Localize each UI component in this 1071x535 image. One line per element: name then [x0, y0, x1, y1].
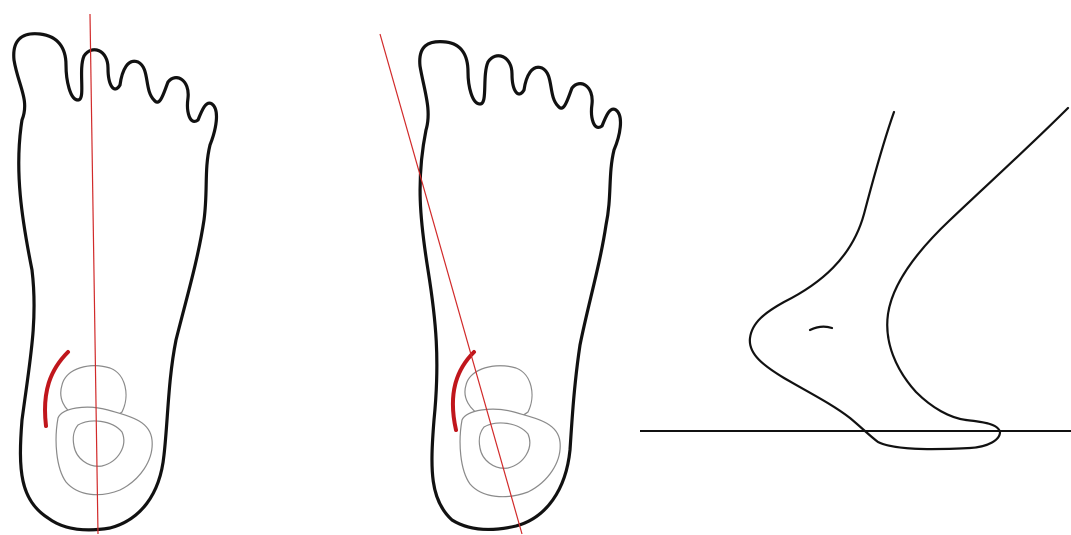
tilted-foot-panel	[380, 34, 620, 534]
leg-back-heel-sole-outline	[750, 112, 1000, 449]
ankle-bone-mark	[810, 327, 832, 330]
neutral-foot-panel	[14, 14, 217, 534]
side-view-panel	[640, 108, 1071, 449]
tilted-axis-line	[380, 34, 522, 534]
leg-front-instep-outline	[887, 108, 1068, 420]
